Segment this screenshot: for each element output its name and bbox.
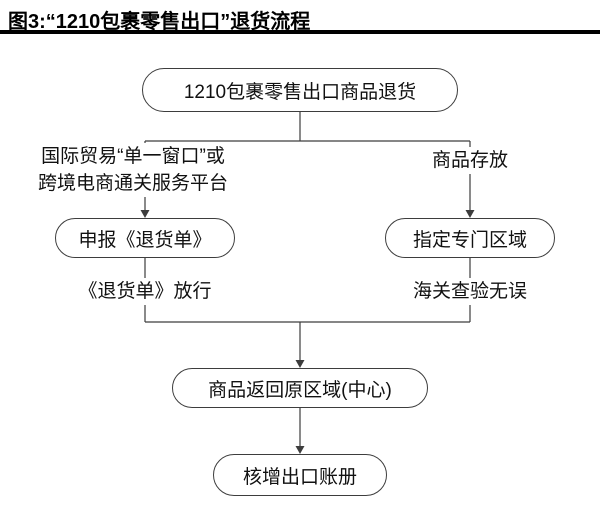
figure-number-label: 图3:: [8, 11, 46, 33]
figure-title-text: “1210包裹零售出口”退货流程: [45, 11, 311, 33]
arrow-head-ledger: [295, 446, 305, 454]
flow-node-return-to-area: 商品返回原区域(中心): [172, 368, 428, 408]
figure-title: 图3:“1210包裹零售出口”退货流程: [8, 5, 310, 34]
connector-merge: [144, 258, 471, 361]
edge-label-platform-line2: 跨境电商通关服务平台: [37, 173, 228, 194]
arrow-head-declare: [140, 210, 150, 218]
edge-label-inspection: 海关查验无误: [403, 278, 537, 305]
connector-start-split: [145, 112, 470, 142]
flow-node-export-ledger: 核增出口账册: [213, 454, 387, 496]
flow-node-start: 1210包裹零售出口商品退货: [142, 68, 458, 112]
arrow-heads: [140, 210, 475, 454]
arrow-head-area: [465, 210, 475, 218]
edge-label-release: 《退货单》放行: [58, 278, 232, 305]
flow-node-designated-area: 指定专门区域: [385, 218, 555, 258]
edge-label-platform: 国际贸易“单一窗口”或 跨境电商通关服务平台: [4, 143, 262, 197]
edge-label-storage: 商品存放: [425, 147, 515, 174]
flow-node-declare-return-form: 申报《退货单》: [55, 218, 235, 258]
edge-label-platform-line1: 国际贸易“单一窗口”或: [41, 146, 225, 167]
arrow-head-return: [295, 360, 305, 368]
title-underline-rule: [0, 30, 600, 34]
